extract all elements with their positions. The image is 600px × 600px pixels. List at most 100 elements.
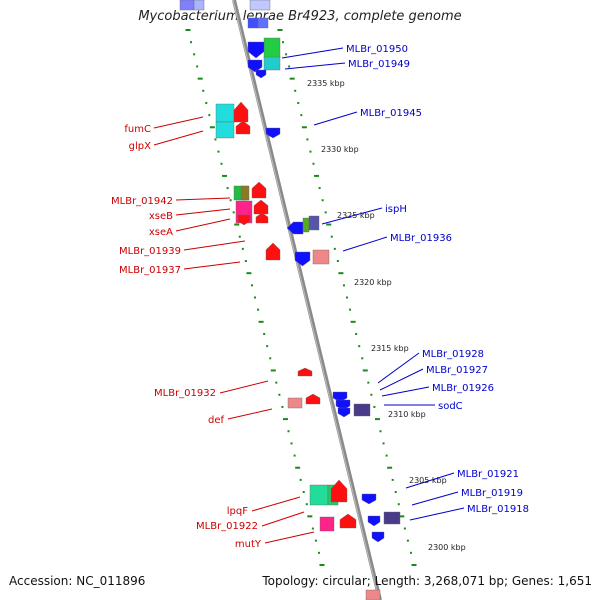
- forward-gene-leader: [219, 380, 269, 394]
- gene-block: [308, 215, 320, 231]
- ruler-tick: [370, 393, 373, 396]
- ruler-tick: [275, 381, 278, 384]
- ruler-tick: [241, 247, 244, 250]
- ruler-tick: [333, 247, 336, 250]
- gene-arrow: [255, 69, 267, 79]
- reverse-gene-leader: [313, 111, 358, 126]
- gene-block: [312, 249, 330, 265]
- ruler-tick: [391, 478, 394, 481]
- forward-gene-label: def: [208, 415, 225, 426]
- kbp-mark-label: 2315 kbp: [371, 344, 409, 353]
- ruler-tick: [361, 357, 364, 360]
- gene-arrow: [233, 101, 249, 123]
- ruler-tick: [263, 332, 266, 335]
- gene-arrow: [361, 493, 377, 505]
- forward-gene-leader: [183, 261, 241, 270]
- gene-arrow: [294, 251, 311, 267]
- gene-block: [383, 511, 401, 525]
- ruler-tick: [293, 454, 296, 457]
- ruler-tick: [312, 162, 315, 165]
- forward-gene-leader: [175, 197, 231, 201]
- reverse-gene-leader: [381, 386, 430, 397]
- gene-block: [240, 185, 250, 201]
- ruler-tick: [185, 29, 191, 31]
- gene-block: [309, 484, 329, 506]
- forward-gene-leader: [227, 408, 273, 420]
- ruler-tick: [394, 491, 397, 494]
- ruler-tick: [324, 211, 327, 214]
- ruler-tick: [277, 29, 283, 31]
- ruler-tick: [406, 539, 409, 542]
- ruler-tick: [336, 260, 339, 263]
- ruler-tick: [234, 223, 240, 226]
- reverse-gene-label: MLBr_01919: [461, 488, 523, 499]
- ruler-tick: [244, 260, 247, 263]
- kbp-mark-label: 2305 kbp: [409, 476, 447, 485]
- genome-backbone-highlight: [232, 0, 380, 600]
- ruler-tick: [338, 272, 344, 275]
- ruler-tick: [294, 89, 297, 92]
- ruler-tick: [217, 150, 220, 153]
- forward-gene-leader: [175, 218, 231, 232]
- ruler-tick: [346, 296, 348, 299]
- gene-arrow: [286, 221, 304, 235]
- gene-arrow: [305, 393, 321, 405]
- ruler-tick: [205, 101, 208, 104]
- reverse-gene-leader: [405, 472, 455, 489]
- reverse-gene-label: MLBr_01926: [432, 383, 494, 394]
- forward-gene-leader: [175, 208, 231, 216]
- ruler-tick: [367, 381, 370, 384]
- reverse-gene-leader: [411, 491, 459, 506]
- ruler-tick: [282, 41, 285, 44]
- reverse-gene-leader: [281, 47, 344, 59]
- summary-text: Topology: circular; Length: 3,268,071 bp…: [262, 574, 592, 588]
- ruler-tick: [385, 454, 388, 457]
- reverse-gene-label: MLBr_01936: [390, 233, 452, 244]
- ruler-tick: [257, 308, 260, 311]
- ruler-tick: [379, 430, 382, 433]
- ruler-tick: [193, 53, 196, 56]
- gene-arrow: [237, 214, 251, 226]
- gene-arrow: [235, 120, 251, 135]
- gene-block: [287, 397, 303, 409]
- gene-arrow: [339, 513, 357, 529]
- reverse-gene-label: MLBr_01928: [422, 349, 484, 360]
- ruler-tick: [289, 77, 295, 80]
- forward-gene-label: xseA: [149, 227, 173, 238]
- ruler-tick: [269, 357, 272, 360]
- ruler-tick: [254, 296, 256, 299]
- ruler-tick: [246, 272, 252, 275]
- gene-block: [247, 17, 259, 29]
- gene-arrow: [251, 181, 267, 199]
- forward-gene-label: MLBr_01939: [119, 246, 181, 257]
- ruler-tick: [220, 162, 223, 165]
- gene-block: [263, 56, 281, 71]
- ruler-tick: [285, 53, 288, 56]
- reverse-gene-label: MLBr_01921: [457, 469, 519, 480]
- gene-arrow: [297, 367, 313, 377]
- ruler-tick: [226, 187, 229, 190]
- forward-gene-leader: [251, 496, 301, 512]
- ruler-tick: [288, 65, 291, 68]
- ruler-tick: [250, 284, 253, 287]
- gene-arrow: [265, 127, 281, 139]
- ruler-tick: [362, 369, 368, 372]
- reverse-gene-leader: [342, 236, 388, 252]
- ruler-tick: [302, 491, 305, 494]
- ruler-tick: [311, 527, 314, 530]
- gene-arrow: [255, 212, 269, 224]
- ruler-tick: [397, 503, 400, 506]
- ruler-tick: [299, 478, 302, 481]
- ruler-tick: [321, 199, 324, 202]
- reverse-gene-leader: [284, 62, 346, 70]
- ruler-tick: [306, 138, 309, 141]
- ruler-tick: [238, 235, 241, 238]
- ruler-tick: [190, 41, 193, 44]
- kbp-mark-label: 2320 kbp: [354, 278, 392, 287]
- gene-block: [249, 0, 271, 11]
- ruler-tick: [232, 211, 235, 214]
- gene-arrow: [247, 59, 263, 73]
- ruler-tick: [209, 126, 215, 129]
- ruler-tick: [314, 539, 317, 542]
